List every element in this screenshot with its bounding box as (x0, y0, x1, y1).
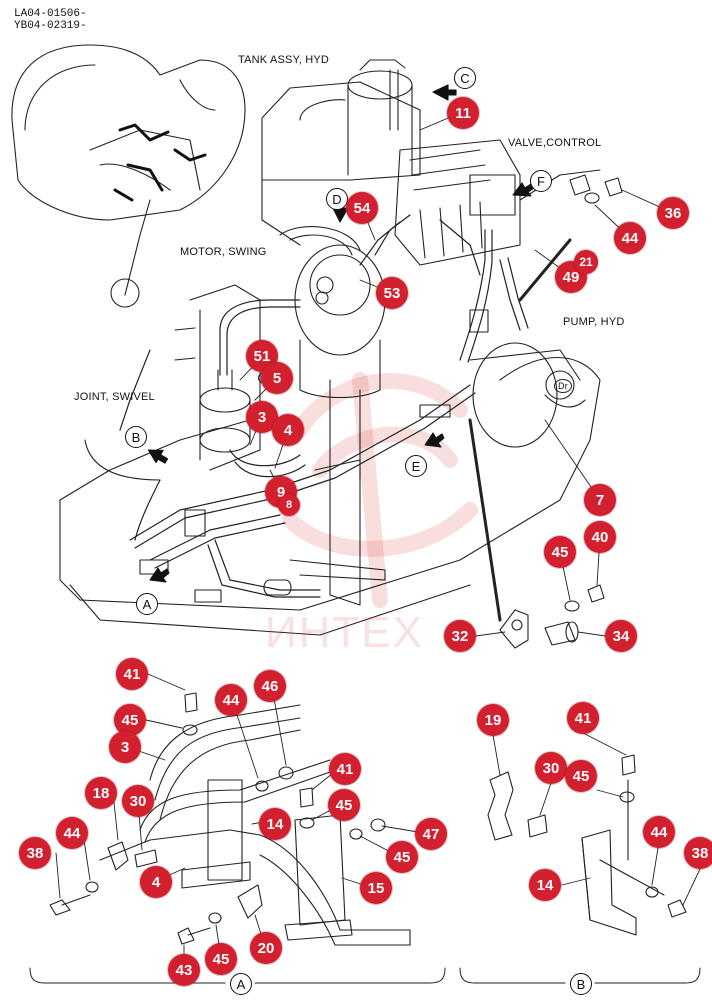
view-letter-e: E (405, 455, 427, 477)
callout-part-45[interactable]: 45 (544, 536, 576, 568)
callout-part-30[interactable]: 30 (122, 785, 154, 817)
callout-part-41[interactable]: 41 (116, 658, 148, 690)
label-tank-assy: TANK ASSY, HYD (238, 54, 330, 66)
section-brackets (29, 967, 701, 984)
callout-part-45[interactable]: 45 (386, 841, 418, 873)
label-swing-motor: MOTOR, SWING (180, 246, 267, 258)
watermark-text: ИНТЕХ (265, 608, 424, 657)
callout-part-45[interactable]: 45 (328, 789, 360, 821)
callout-part-4[interactable]: 4 (272, 414, 304, 446)
model-code-line-1: LA04-01506- (14, 8, 87, 20)
callout-part-45[interactable]: 45 (114, 704, 146, 736)
callout-part-14[interactable]: 14 (259, 808, 291, 840)
callout-part-5[interactable]: 5 (261, 362, 293, 394)
callout-part-30[interactable]: 30 (535, 752, 567, 784)
callout-part-20[interactable]: 20 (250, 932, 282, 964)
label-hyd-pump: PUMP, HYD (563, 316, 625, 328)
callout-part-44[interactable]: 44 (56, 817, 88, 849)
callout-part-4[interactable]: 4 (140, 866, 172, 898)
callout-part-44[interactable]: 44 (614, 222, 646, 254)
callout-part-3[interactable]: 3 (109, 731, 141, 763)
callout-part-54[interactable]: 54 (346, 192, 378, 224)
callout-part-44[interactable]: 44 (643, 816, 675, 848)
callout-part-19[interactable]: 19 (477, 704, 509, 736)
callout-part-44[interactable]: 44 (215, 684, 247, 716)
detail-b-drawing (487, 754, 687, 936)
view-letter-c: C (454, 67, 476, 89)
callout-part-18[interactable]: 18 (85, 777, 117, 809)
label-swivel-joint: JOINT, SWIVEL (74, 391, 155, 403)
control-valve (394, 139, 601, 266)
callout-part-38[interactable]: 38 (684, 837, 712, 869)
view-letter-a: A (136, 593, 158, 615)
machine-overview-inset (11, 44, 246, 308)
callout-part-40[interactable]: 40 (584, 521, 616, 553)
loose-parts-right (499, 174, 623, 649)
callout-part-41[interactable]: 41 (329, 753, 361, 785)
callout-part-41[interactable]: 41 (567, 702, 599, 734)
watermark-emblem (282, 372, 478, 608)
detail-b-leaders (492, 732, 701, 906)
callout-part-53[interactable]: 53 (376, 277, 408, 309)
callout-part-36[interactable]: 36 (657, 197, 689, 229)
hydraulic-tank (261, 59, 421, 246)
callout-part-7[interactable]: 7 (584, 484, 616, 516)
view-arrows (147, 84, 535, 583)
callout-part-47[interactable]: 47 (415, 818, 447, 850)
view-letter-d: D (326, 188, 348, 210)
label-control-valve: VALVE,CONTROL (508, 137, 602, 149)
swivel-joint (199, 369, 251, 453)
callout-part-32[interactable]: 32 (444, 620, 476, 652)
callout-part-15[interactable]: 15 (360, 872, 392, 904)
callout-part-38[interactable]: 38 (19, 837, 51, 869)
callout-part-8[interactable]: 8 (278, 494, 300, 516)
callout-part-45[interactable]: 45 (565, 760, 597, 792)
callout-part-21[interactable]: 21 (574, 250, 598, 274)
callout-part-43[interactable]: 43 (168, 954, 200, 986)
callout-part-34[interactable]: 34 (605, 620, 637, 652)
callout-part-14[interactable]: 14 (529, 869, 561, 901)
callout-part-45[interactable]: 45 (205, 943, 237, 975)
upper-frame (59, 284, 601, 636)
callout-part-11[interactable]: 11 (447, 97, 479, 129)
detail-a-drawing (49, 692, 411, 946)
section-label-b: B (570, 973, 592, 995)
label-dr-port: Dr (554, 379, 572, 393)
view-letter-b: B (125, 426, 147, 448)
section-label-a: A (230, 973, 252, 995)
model-code-line-2: YB04-02319- (14, 20, 87, 32)
hose-lines (119, 214, 572, 622)
callout-part-46[interactable]: 46 (254, 670, 286, 702)
view-letter-f: F (530, 170, 552, 192)
